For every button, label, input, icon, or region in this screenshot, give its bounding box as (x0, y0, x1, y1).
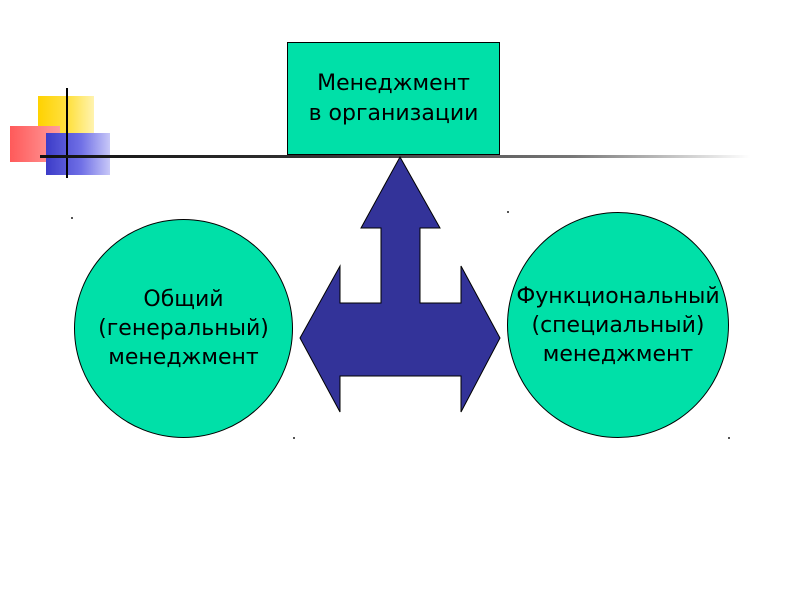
decor-blue-square (46, 133, 110, 175)
right-circle-line2: (специальный) (531, 312, 705, 338)
top-box-line1: Менеджмент (317, 70, 470, 96)
right-circle-line3: менеджмент (542, 341, 694, 367)
top-box-line2: в организации (308, 100, 479, 126)
right-circle-line1: Функциональный (516, 283, 720, 309)
management-in-organization-box: Менеджмент в организации (287, 42, 500, 155)
general-management-circle: Общий (генеральный) менеджмент (74, 219, 293, 438)
decor-horizontal-line (40, 155, 750, 158)
left-circle-line2: (генеральный) (98, 316, 269, 341)
functional-management-circle: Функциональный (специальный) менеджмент (507, 212, 729, 438)
handle-dot (71, 217, 73, 219)
handle-dot (507, 211, 509, 213)
left-circle-line1: Общий (143, 287, 224, 312)
handle-dot (728, 437, 730, 439)
left-circle-line3: менеджмент (108, 345, 259, 370)
three-way-arrow-shape (299, 155, 501, 413)
handle-dot (293, 437, 295, 439)
decor-vertical-line (66, 88, 68, 178)
